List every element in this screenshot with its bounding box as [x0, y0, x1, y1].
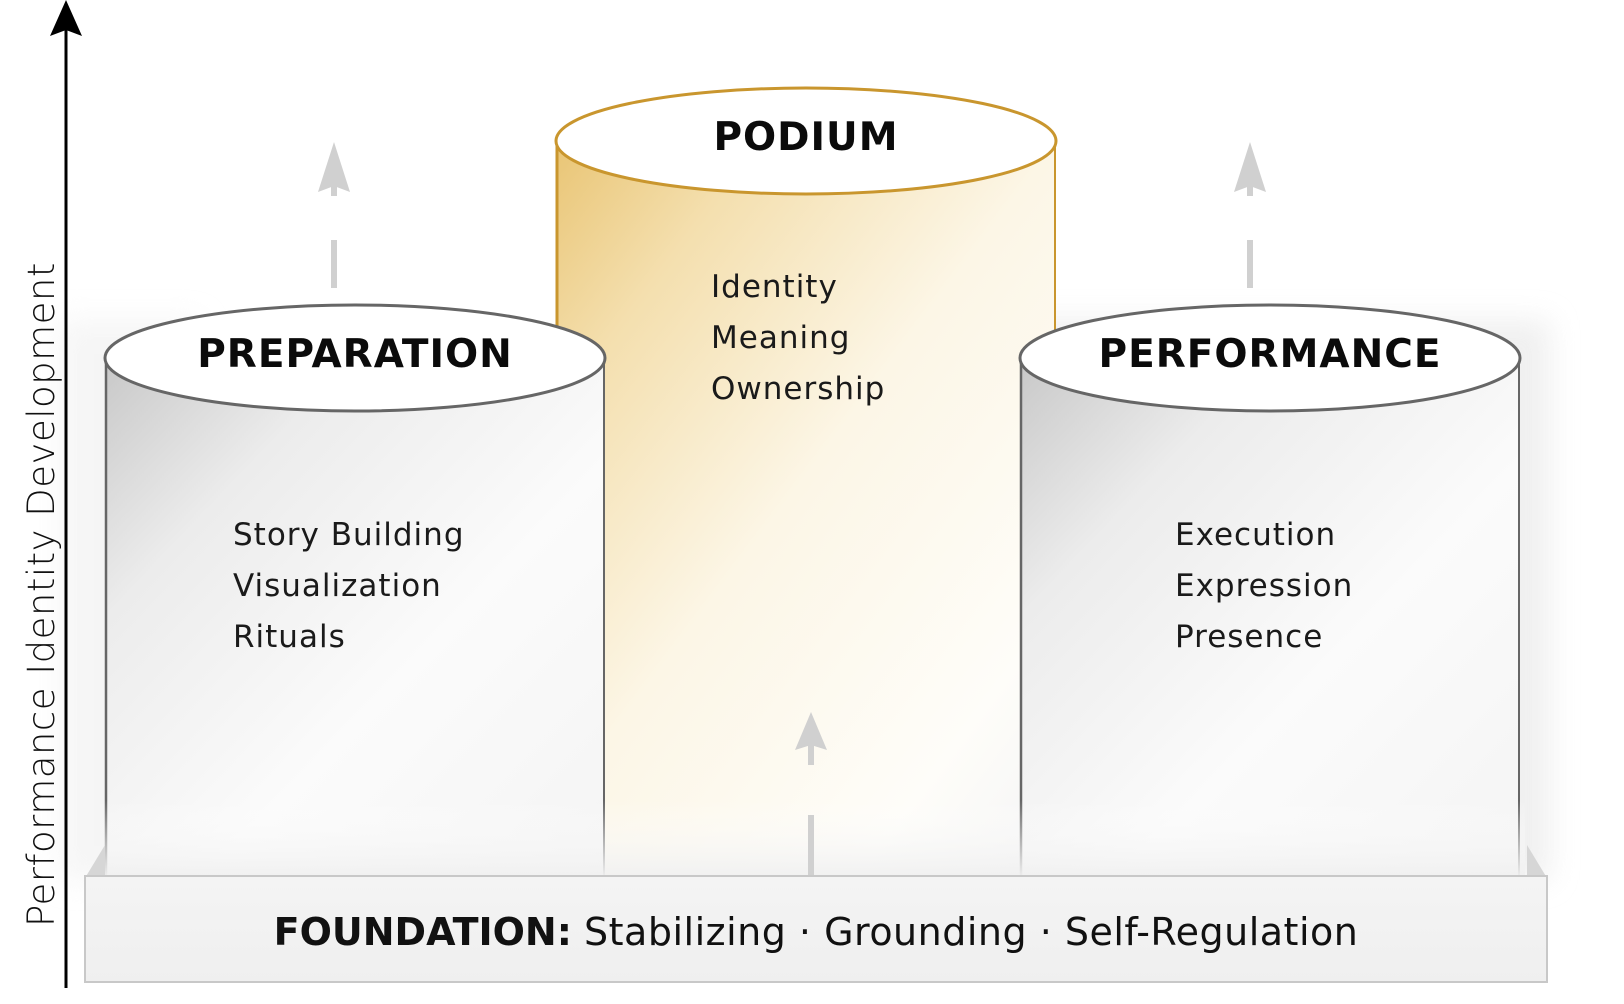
list-item: Expression [1175, 568, 1354, 604]
foundation-label: FOUNDATION: [273, 910, 572, 954]
preparation-pillar-shape [103, 303, 607, 880]
pillar-title-preparation: PREPARATION [197, 332, 513, 377]
pillar-title-podium: PODIUM [713, 115, 899, 160]
pillar-items-preparation: Story Building Visualization Rituals [233, 510, 465, 663]
foundation-description: Stabilizing · Grounding · Self-Regulatio… [584, 910, 1359, 954]
podium-pillar-shape [554, 86, 1058, 878]
arrow-up-icon [50, 0, 82, 36]
pillar-title-performance: PERFORMANCE [1098, 332, 1442, 377]
pillar-items-podium: Identity Meaning Ownership [711, 262, 885, 415]
performance-pillar-shape [1018, 303, 1522, 880]
axis-label: Performance Identity Development [20, 262, 63, 927]
list-item: Story Building [233, 517, 465, 553]
foundation-text: FOUNDATION: Stabilizing · Grounding · Se… [85, 878, 1547, 986]
vertical-axis [50, 0, 82, 988]
dashed-arrow-up-icon [795, 712, 827, 879]
list-item: Identity [711, 269, 838, 305]
list-item: Visualization [233, 568, 442, 604]
list-item: Presence [1175, 619, 1324, 655]
list-item: Execution [1175, 517, 1337, 553]
list-item: Meaning [711, 320, 851, 356]
dashed-arrow-up-icon [318, 142, 350, 288]
foundation-base [84, 845, 1548, 983]
pillar-items-performance: Execution Expression Presence [1175, 510, 1353, 663]
list-item: Ownership [711, 371, 886, 407]
list-item: Rituals [233, 619, 346, 655]
dashed-arrow-up-icon [1234, 142, 1266, 288]
